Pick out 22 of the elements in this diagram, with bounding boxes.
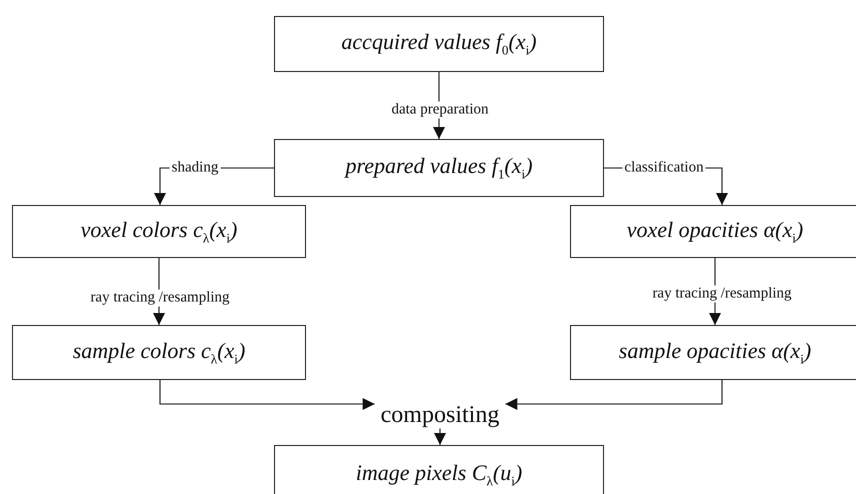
edge-label: ray tracing /resampling (650, 286, 794, 302)
edge-label: ray tracing /resampling (88, 290, 232, 306)
arrow (505, 380, 723, 410)
box-label: accquired values f$_{0}$(x$_{i}$) (341, 29, 537, 59)
box-label: voxel colors c$_{λ}$(x$_{i}$) (80, 216, 238, 246)
box-label: sample colors c$_{λ}$(x$_{i}$) (72, 338, 246, 368)
process-box (274, 445, 604, 494)
arrow (159, 380, 375, 410)
box-label: voxel opacities α(x$_{i}$) (626, 216, 804, 246)
box-label: image pixels C$_{λ}$(u$_{i}$) (356, 460, 522, 490)
edge-label: data preparation (389, 102, 491, 118)
process-box (274, 16, 604, 72)
process-box (12, 205, 306, 258)
node-label: compositing (380, 402, 500, 428)
process-box (570, 325, 856, 380)
arrow (434, 428, 446, 445)
process-box (570, 205, 856, 258)
box-label: sample opacities α(x$_{i}$) (618, 338, 812, 368)
box-label: prepared values f$_{1}$(x$_{i}$) (345, 153, 533, 183)
edge-label: shading (170, 160, 220, 176)
process-box (12, 325, 306, 380)
process-box (274, 139, 604, 197)
